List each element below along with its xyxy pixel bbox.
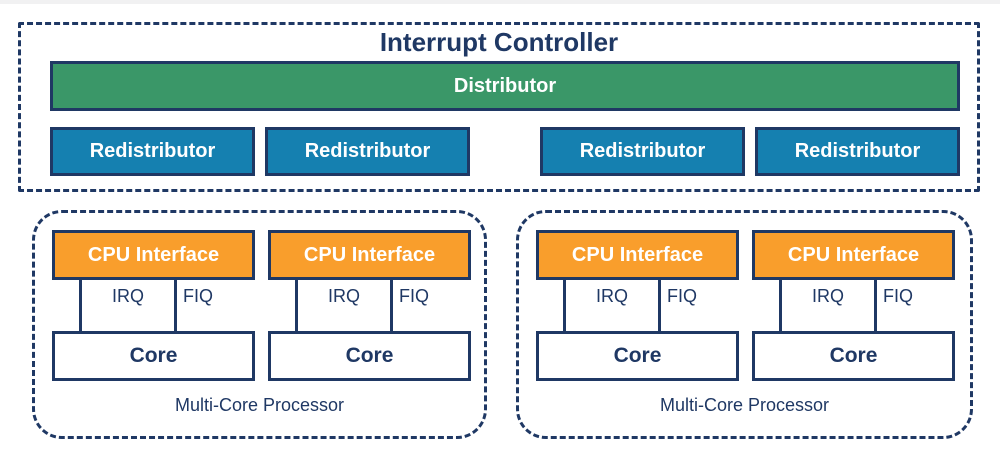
interrupt-controller-group: Interrupt Controller Distributor Redistr… [18,22,980,192]
redistributor-box-4: Redistributor [755,127,960,176]
irq-connector-line [295,280,298,332]
irq-label: IRQ [327,286,360,306]
cpu-interface-label: CPU Interface [571,243,704,266]
multicore-processor-group-2: CPU Interface IRQ FIQ Core CPU Interface… [516,210,973,439]
irq-connector-line [563,280,566,332]
cpu-core-unit: CPU Interface IRQ FIQ Core [536,213,739,436]
fiq-connector-line [658,280,661,332]
irq-label: IRQ [811,286,844,306]
cpu-interface-box: CPU Interface [52,230,255,280]
irq-label: IRQ [111,286,144,306]
interrupt-controller-title: Interrupt Controller [379,27,619,57]
fiq-connector-line [874,280,877,332]
core-label: Core [129,344,178,367]
core-label: Core [345,344,394,367]
cpu-interface-label: CPU Interface [787,243,920,266]
fiq-connector-line [174,280,177,332]
irq-connector-line [779,280,782,332]
redistributor-label: Redistributor [89,140,216,162]
cpu-core-unit: CPU Interface IRQ FIQ Core [268,213,471,436]
core-box: Core [536,331,739,381]
core-label: Core [829,344,878,367]
core-box: Core [752,331,955,381]
cpu-core-unit: CPU Interface IRQ FIQ Core [752,213,955,436]
redistributor-box-1: Redistributor [50,127,255,176]
fiq-label: FIQ [399,286,429,306]
irq-label: IRQ [595,286,628,306]
fiq-connector-line [390,280,393,332]
core-box: Core [52,331,255,381]
irq-connector-line [79,280,82,332]
cpu-interface-box: CPU Interface [752,230,955,280]
top-border-strip [0,0,1000,4]
processor-label: Multi-Core Processor [174,395,345,415]
cpu-interface-label: CPU Interface [303,243,436,266]
processor-label: Multi-Core Processor [659,395,830,415]
redistributor-box-2: Redistributor [265,127,470,176]
multicore-processor-group-1: CPU Interface IRQ FIQ Core CPU Interface… [32,210,487,439]
distributor-box: Distributor [50,61,960,111]
redistributor-box-3: Redistributor [540,127,745,176]
core-box: Core [268,331,471,381]
distributor-label: Distributor [453,74,557,97]
redistributor-label: Redistributor [304,140,431,162]
fiq-label: FIQ [883,286,913,306]
cpu-interface-label: CPU Interface [87,243,220,266]
cpu-interface-box: CPU Interface [536,230,739,280]
core-label: Core [613,344,662,367]
redistributor-label: Redistributor [579,140,706,162]
fiq-label: FIQ [667,286,697,306]
fiq-label: FIQ [183,286,213,306]
cpu-core-unit: CPU Interface IRQ FIQ Core [52,213,255,436]
redistributor-label: Redistributor [794,140,921,162]
cpu-interface-box: CPU Interface [268,230,471,280]
